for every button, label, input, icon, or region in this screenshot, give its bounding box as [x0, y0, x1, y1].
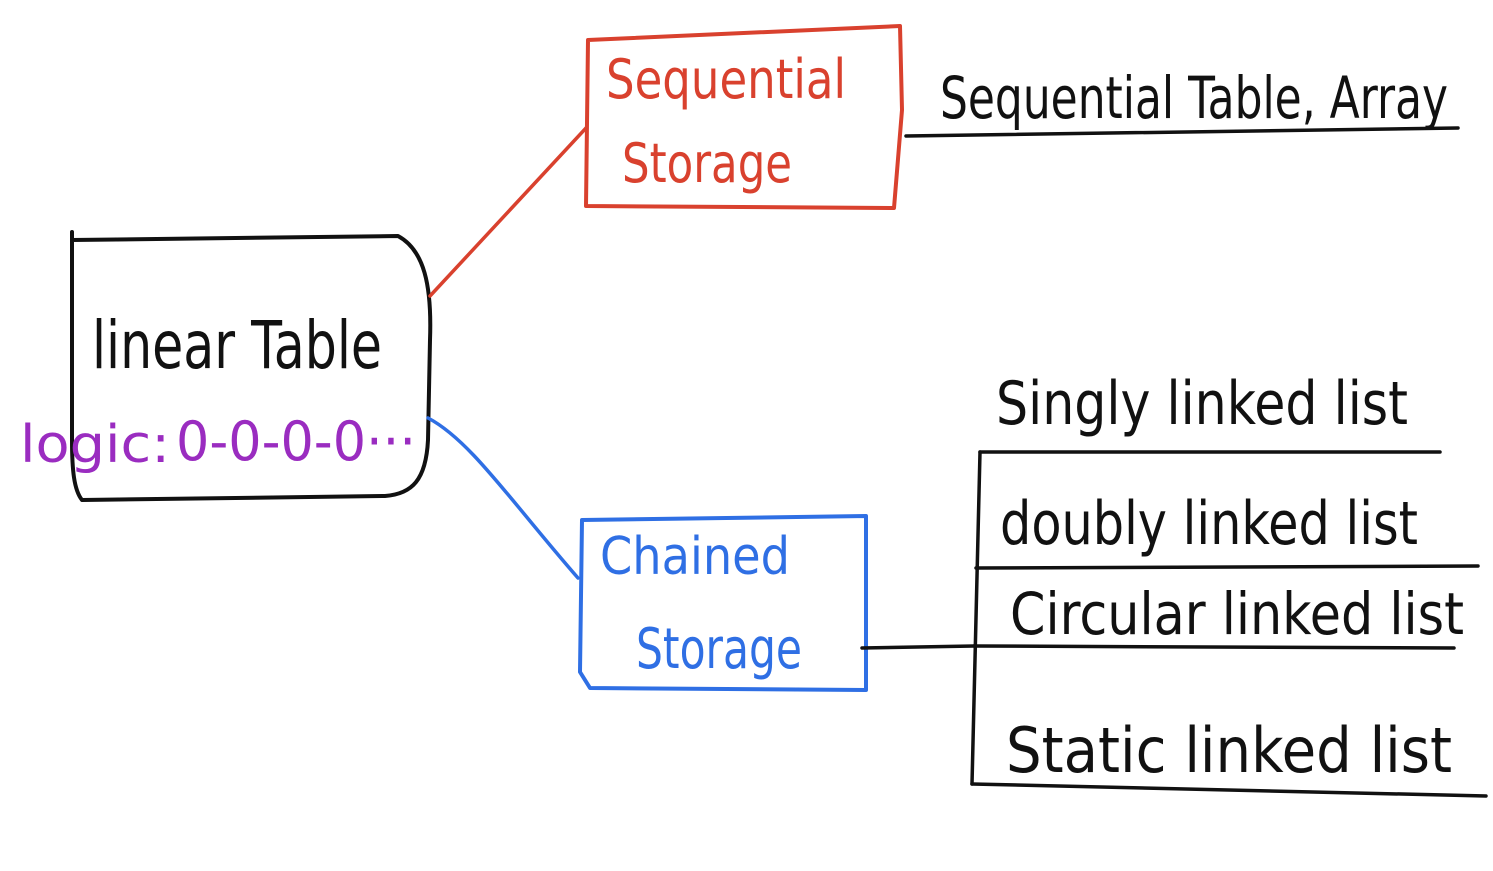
sequential-storage-border	[584, 24, 904, 210]
connector-sequential	[428, 126, 588, 298]
root-node: linear Table logic: 0-0-0-0···	[20, 230, 433, 502]
type-doubly-linked-list: doubly linked list	[1000, 489, 1418, 559]
sequential-storage-node: Sequential Storage	[584, 24, 904, 210]
chained-connector	[860, 644, 976, 650]
chained-types-bracket	[860, 450, 1488, 798]
sequential-examples-text: Sequential Table, Array	[940, 64, 1448, 132]
divider-4	[970, 782, 1488, 798]
chained-storage-border	[578, 514, 868, 692]
type-singly-linked-list: Singly linked list	[996, 369, 1408, 439]
logic-chain: 0-0-0-0···	[176, 410, 416, 473]
bracket-spine	[970, 450, 982, 786]
chained-storage-line2: Storage	[636, 617, 802, 682]
sequential-storage-line2: Storage	[622, 132, 792, 195]
logic-label: logic:	[20, 415, 170, 475]
type-circular-linked-list: Circular linked list	[1010, 580, 1464, 648]
root-node-border	[70, 230, 433, 502]
type-static-linked-list: Static linked list	[1006, 714, 1452, 787]
chained-storage-node: Chained Storage	[578, 514, 868, 692]
divider-3	[972, 644, 1456, 650]
chained-types: Singly linked list doubly linked list Ci…	[996, 369, 1464, 787]
chained-storage-line1: Chained	[600, 527, 790, 587]
connector-chained	[426, 416, 580, 580]
root-node-label: linear Table	[92, 307, 382, 384]
sequential-storage-line1: Sequential	[606, 48, 846, 111]
sequential-examples-underline	[904, 126, 1460, 138]
sequential-examples: Sequential Table, Array	[904, 64, 1460, 138]
divider-2	[974, 564, 1480, 570]
